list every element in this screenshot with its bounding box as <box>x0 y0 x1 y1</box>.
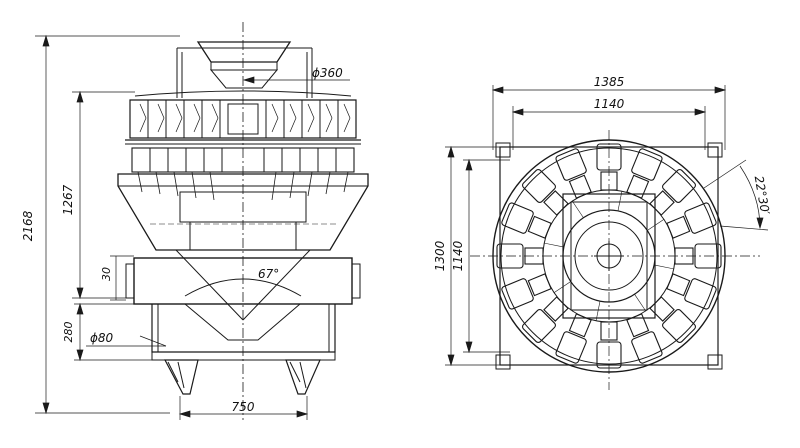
inner-depth-label: 1140 <box>451 240 465 271</box>
dimension-lines-top <box>445 85 769 367</box>
dimension-lines-front <box>35 34 350 420</box>
top-view: 1385 1140 1300 1140 22°30′ <box>433 75 772 390</box>
front-view: 2168 1267 30 280 ϕ80 ϕ360 67° 750 <box>21 22 369 420</box>
lower-bucket-row <box>131 147 355 201</box>
dimension-labels-front: 2168 1267 30 280 ϕ80 ϕ360 67° 750 <box>21 66 343 414</box>
upper-height-label: 1267 <box>61 184 75 215</box>
overall-depth-label: 1300 <box>433 240 447 271</box>
discharge-section <box>151 303 336 395</box>
main-frame <box>117 173 369 251</box>
small-gap-label: 30 <box>100 267 113 281</box>
bucket-angle-label: 22°30′ <box>752 175 773 216</box>
dimension-labels-top: 1385 1140 1300 1140 22°30′ <box>433 75 772 271</box>
outlet-spacing-label: 750 <box>232 400 255 414</box>
hopper-diameter-label: ϕ360 <box>312 66 343 80</box>
overall-height-label: 2168 <box>21 210 35 241</box>
base-height-label: 280 <box>62 322 75 343</box>
inner-width-label: 1140 <box>594 97 625 111</box>
top-hopper <box>176 41 313 98</box>
upper-bucket-row <box>125 90 361 145</box>
overall-width-label: 1385 <box>594 75 625 89</box>
chute-angle-label: 67° <box>258 267 279 281</box>
pipe-diameter-label: ϕ80 <box>90 331 114 345</box>
